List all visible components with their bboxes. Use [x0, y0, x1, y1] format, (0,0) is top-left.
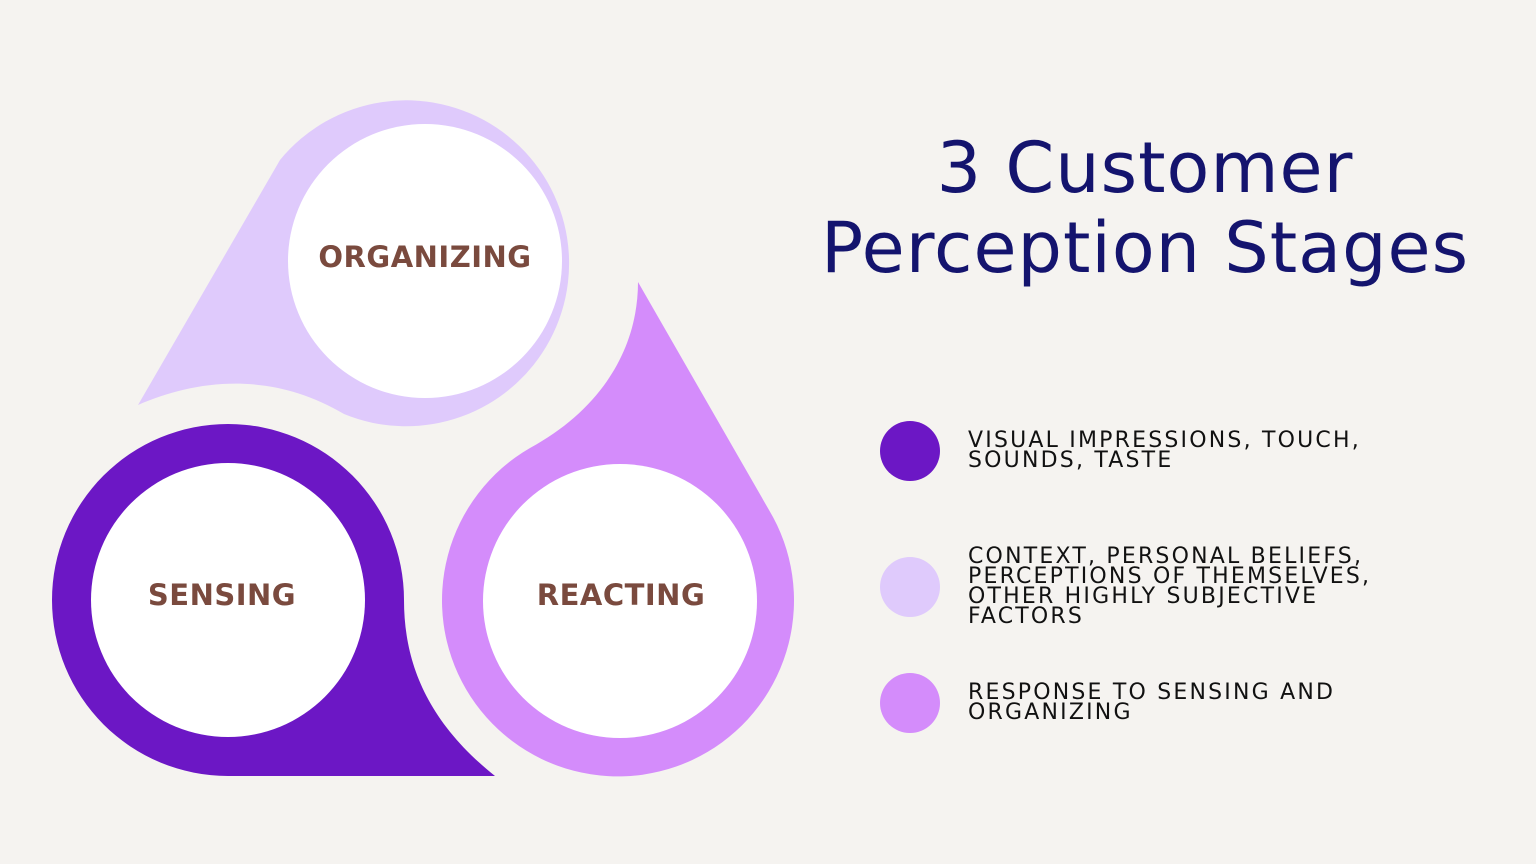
organizing-label: ORGANIZING	[318, 240, 531, 274]
page-title: 3 Customer Perception Stages	[770, 128, 1520, 288]
reacting-inner-circle	[483, 464, 757, 738]
sensing-inner-circle	[91, 463, 365, 737]
legend-item-reacting: RESPONSE TO SENSING AND ORGANIZING	[880, 673, 1438, 733]
legend-text-reacting: RESPONSE TO SENSING AND ORGANIZING	[968, 680, 1336, 725]
organizing-inner-circle	[288, 124, 562, 398]
legend-dot-reacting	[880, 673, 940, 733]
title-line-2: Perception Stages	[820, 207, 1470, 289]
perception-cycle-diagram: ORGANIZING SENSING REACTING	[52, 100, 795, 777]
title-line-1: 3 Customer	[936, 127, 1354, 209]
legend-dot-organizing	[880, 557, 940, 617]
sensing-label: SENSING	[148, 578, 296, 612]
legend-item-organizing: CONTEXT, PERSONAL BELIEFS, PERCEPTIONS O…	[880, 544, 1438, 629]
legend-dot-sensing	[880, 421, 940, 481]
legend-text-organizing: CONTEXT, PERSONAL BELIEFS, PERCEPTIONS O…	[968, 544, 1372, 629]
legend-text-sensing: VISUAL IMPRESSIONS, TOUCH, SOUNDS, TASTE	[968, 428, 1361, 473]
legend-item-sensing: VISUAL IMPRESSIONS, TOUCH, SOUNDS, TASTE	[880, 421, 1438, 481]
reacting-label: REACTING	[537, 578, 706, 612]
